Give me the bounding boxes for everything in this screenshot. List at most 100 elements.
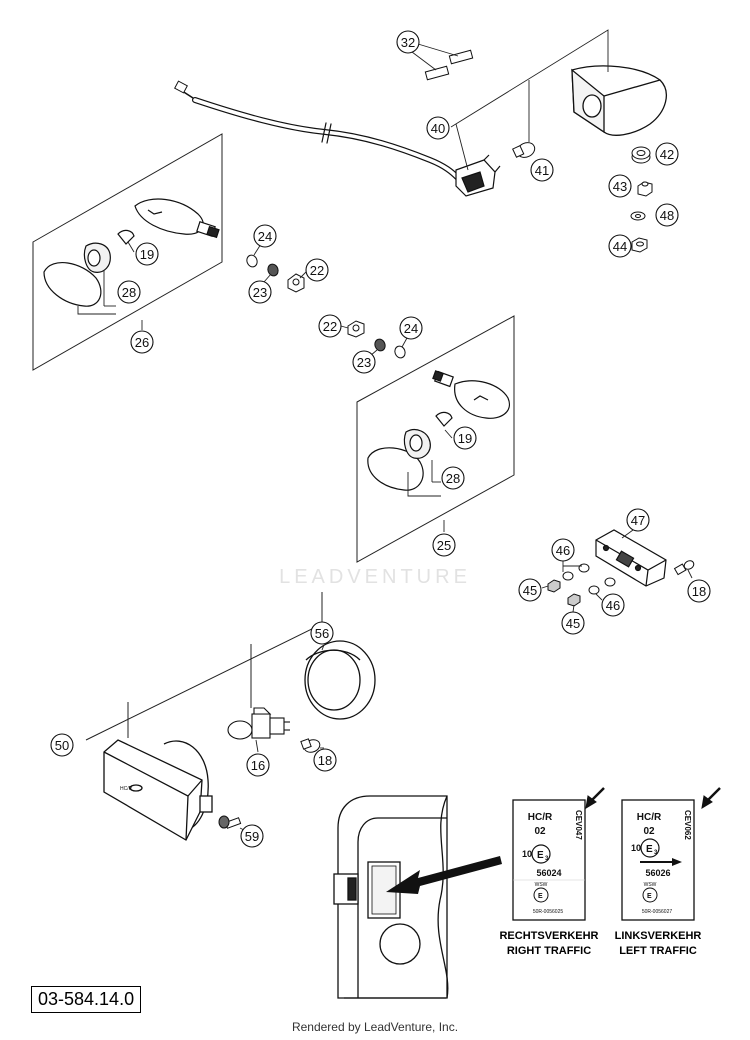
callout-circle-41 [530,158,554,182]
label-left-approval: 56026 [645,868,670,878]
callout-23b: 23 [357,355,371,370]
headlight-bulb-16 [227,707,290,740]
callout-28b: 28 [446,471,460,486]
callout-41: 41 [535,163,549,178]
group-line-50 [85,592,323,741]
inset-detail [333,795,449,999]
right-traffic-caption: RECHTSVERKEHR RIGHT TRAFFIC [499,929,599,959]
bulb-socket-40 [455,154,501,197]
approval-label-left-card [621,799,695,921]
callout-19b: 19 [458,431,472,446]
turn-signal-left-26 [43,198,220,307]
cover-pads-32 [424,49,474,81]
label-right-02: 02 [534,826,546,837]
nut-45a [547,579,561,593]
tail-light-housing [571,65,667,136]
callout-50: 50 [55,738,69,753]
label-left-02: 02 [643,826,655,837]
callout-circle-45b [561,611,585,635]
callout-circle-45a [518,578,542,602]
right-traffic-line1: RECHTSVERKEHR [499,930,599,942]
callout-circle-23b [352,350,376,374]
pointer-arrow-right-card [585,787,605,809]
callout-circle-46b [601,593,625,617]
nut-45b [567,593,581,607]
left-traffic-caption: LINKSVERKEHR LEFT TRAFFIC [608,929,708,959]
callout-48: 48 [660,208,674,223]
washer-46b [578,563,590,573]
screw-59 [218,815,242,829]
label-right-code: CEV047 [574,810,583,840]
label-right-e-sub: 3 [545,856,549,862]
label-left-wsw: WSW [644,882,657,888]
callout-circle-18a [687,579,711,603]
wiring-harness [174,80,461,181]
callout-46a: 46 [556,543,570,558]
label-right-approval: 56024 [536,868,561,878]
callout-24a: 24 [258,229,272,244]
callout-circle-48 [655,203,679,227]
label-right-e-small: E [538,893,543,900]
approval-label-right-card [512,799,586,921]
label-left-ten: 10 [631,843,641,853]
label-left-hcr: HC/R [637,812,662,823]
washer-46d [604,577,616,587]
headlight-rim-56 [304,640,376,720]
headlight-50: HC/R [103,739,213,841]
callout-26: 26 [135,335,149,350]
callout-circle-22b [318,314,342,338]
callout-circle-56 [310,621,334,645]
license-plate-light-47 [595,529,667,587]
callout-32: 32 [401,35,415,50]
group-panel-26 [32,133,223,371]
inset-arrow [386,856,502,894]
nut-43 [637,181,653,197]
watermark: LEADVENTURE [279,566,471,588]
callout-40: 40 [431,121,445,136]
label-left-e-sub: 3 [654,850,658,856]
diagram-reference-code: 03-584.14.0 [31,986,142,1013]
label-left-small: 50R-0056027 [642,909,673,915]
svg-text:HC/R: HC/R [120,786,133,792]
callout-59: 59 [245,829,259,844]
label-right-e: E [537,850,544,861]
turn-signal-right-25 [367,370,510,491]
callout-25: 25 [437,538,451,553]
callout-circle-59 [240,824,264,848]
bulb-18-plate [673,560,695,576]
callout-circle-40 [426,116,450,140]
washer-48 [630,211,646,221]
callout-22b: 22 [323,319,337,334]
callout-circle-44 [608,234,632,258]
label-right-ten: 10 [522,849,532,859]
left-traffic-line1: LINKSVERKEHR [614,930,702,942]
callout-23a: 23 [253,285,267,300]
callout-18a: 18 [692,584,706,599]
callout-circle-32 [396,30,420,54]
callout-circle-19b [453,426,477,450]
callout-47: 47 [631,513,645,528]
callout-56: 56 [315,626,329,641]
washer-23a [267,263,279,277]
callout-circle-28b [441,466,465,490]
washer-24b [394,345,406,359]
nut-22a [287,273,305,293]
group-panel-25 [356,315,515,563]
callout-circle-42 [655,142,679,166]
callout-circle-46a [551,538,575,562]
callout-19a: 19 [140,247,154,262]
callout-22a: 22 [310,263,324,278]
callout-circle-43 [608,174,632,198]
callout-43: 43 [613,179,627,194]
callout-18b: 18 [318,753,332,768]
label-left-code: CEV062 [683,810,692,840]
callout-circle-25 [432,533,456,557]
callout-circle-47 [626,508,650,532]
label-left-e: E [646,844,653,855]
callout-circle-26 [130,330,154,354]
callout-circle-24a [253,224,277,248]
callout-circle-16 [246,753,270,777]
bulb-41 [512,142,536,158]
footer-credit: Rendered by LeadVenture, Inc. [291,1020,459,1034]
